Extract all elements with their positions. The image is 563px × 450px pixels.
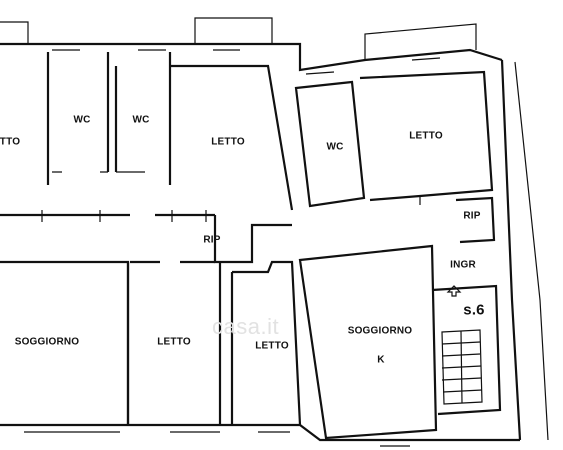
letto-top-right-walls — [359, 70, 494, 202]
right-wall-outer — [514, 61, 549, 441]
top-wall — [0, 42, 503, 72]
top-windows — [52, 49, 441, 75]
letto-top-center-walls — [170, 64, 294, 211]
letto-tr-door — [419, 190, 481, 205]
room-label-rip-center: RIP — [203, 234, 221, 246]
wc-partitions — [46, 52, 172, 185]
room-label-wc-3: WC — [326, 141, 344, 153]
rip-center-walls — [213, 215, 292, 264]
stair-number-label: s.6 — [463, 301, 485, 319]
balcony-left — [0, 21, 29, 44]
room-label-wc-2: WC — [132, 114, 150, 126]
letto-bottom-walls — [126, 262, 222, 425]
wc-3-walls — [294, 80, 366, 208]
rip-right-walls — [455, 196, 496, 244]
letto-bottom-right-walls — [232, 260, 302, 426]
stair-walls — [431, 284, 502, 416]
room-label-letto-bottom-right: LETTO — [255, 340, 289, 352]
corridor-door-marks — [41, 210, 207, 222]
room-label-soggiorno-right: SOGGIORNO — [347, 325, 413, 337]
room-label-kitchen: K — [377, 354, 385, 366]
room-label-wc-1: WC — [73, 114, 91, 126]
room-label-letto-top-center: LETTO — [211, 136, 245, 148]
bottom-wall — [0, 423, 520, 442]
bottom-windows — [24, 431, 410, 447]
balcony-center — [194, 17, 273, 44]
room-label-soggiorno-left: SOGGIORNO — [14, 336, 80, 348]
room-label-rip-right: RIP — [463, 210, 481, 222]
entry-arrow-icon — [446, 285, 462, 297]
right-wall-inner — [500, 59, 522, 441]
stair-divider — [460, 330, 463, 404]
balcony-right — [364, 23, 477, 60]
room-label-letto-top-right: LETTO — [409, 130, 443, 142]
room-label-ingr: INGR — [450, 259, 476, 271]
room-label-letto-bottom-center: LETTO — [157, 336, 191, 348]
room-label-letto-left: TTO — [0, 136, 21, 148]
soggiorno-right-walls — [298, 244, 438, 440]
watermark: casa.it — [212, 314, 280, 339]
